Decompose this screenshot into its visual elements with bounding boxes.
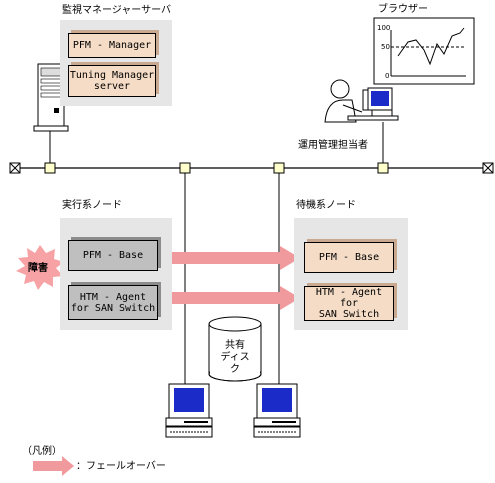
tuning-manager-box: Tuning Manager server [68,65,156,97]
shared-disk-label: 共有 ディスク [220,340,250,375]
browser-chart-tick: 0 [385,72,390,80]
failure-burst-icon [16,245,64,290]
standby-node-label: 待機系ノード [296,200,356,211]
browser-chart-tick: 100 [377,24,391,32]
server-tower-icon [33,63,69,132]
active-pfm-base-box: PFM - Base [68,240,158,271]
active-node-label: 実行系ノード [62,200,122,211]
failover-arrow [170,286,300,310]
operator-workstation-icon [324,79,399,123]
bus-terminator-left [9,162,21,174]
browser-chart-tick: 50 [381,43,390,51]
bus-connector [377,162,389,174]
browser-label: ブラウザー [378,4,428,15]
failure-label: 障害 [28,263,48,274]
bus-connector [273,162,285,174]
bus-terminator-right [482,162,494,174]
failover-arrow [170,246,300,270]
active-htm-agent-box: HTM - Agent for SAN Switch [68,285,158,320]
legend-title: （凡例） [22,446,62,457]
browser-window [373,17,475,85]
legend-failover-label: ：フェールオーバー [76,461,166,472]
bus-connector [179,162,191,174]
active-node-computer-icon [165,383,213,438]
standby-htm-agent-box: HTM - Agent for SAN Switch [304,286,394,321]
browser-chart-line [397,27,465,66]
operator-label: 運用管理担当者 [298,140,368,151]
bus-connector [44,162,56,174]
legend-arrow-icon [33,456,74,476]
standby-node-computer-icon [253,383,301,438]
pfm-manager-box: PFM - Manager [68,33,156,58]
monitoring-server-label: 監視マネージャーサーバ [62,5,171,16]
shared-disk-icon [208,316,262,382]
standby-pfm-base-box: PFM - Base [304,242,394,273]
